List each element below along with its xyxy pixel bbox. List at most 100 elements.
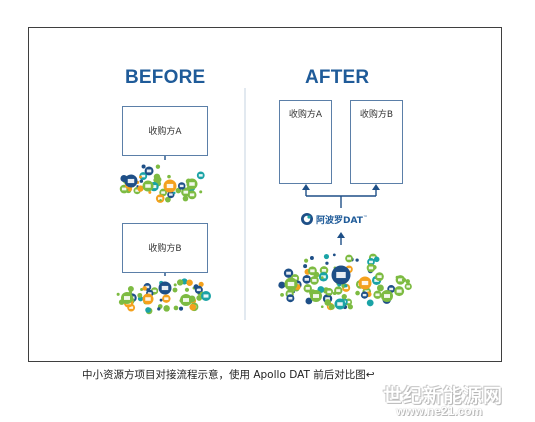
solar-panel-icon [141,174,146,178]
solar-panel-icon [313,294,319,298]
before-heading: BEFORE [125,67,206,88]
solar-panel-icon [310,269,315,273]
solar-panel-icon [166,183,174,189]
solar-panel-icon [406,285,411,288]
solar-panel-icon [169,193,173,196]
figure-frame [28,27,502,362]
resource-bubble [167,174,171,179]
resource-bubble [153,177,159,183]
solar-panel-icon [347,257,351,260]
solar-panel-icon [135,189,139,192]
resource-bubble [137,185,144,192]
resource-bubble [164,196,171,203]
resource-bubble [198,281,204,287]
resource-bubble [189,303,197,311]
resource-bubble [173,283,177,287]
solar-panel-icon [347,268,351,271]
resource-bubble [176,279,184,286]
solar-panel-icon [179,184,184,188]
solar-panel-icon [321,275,326,279]
resource-bubble [313,271,320,278]
resource-bubble [344,284,348,288]
resource-bubble [325,261,329,265]
resource-bubble [303,264,308,269]
solar-panel-icon [145,184,151,188]
platform-logo-text: 阿波罗DAT™ [316,213,368,226]
before-buyer-b-label: 收购方B [148,244,182,254]
resource-bubble [172,287,178,293]
resource-bubble [184,287,190,292]
solar-panel-icon [129,306,134,309]
solar-panel-icon [161,191,166,194]
resource-bubble [182,195,189,202]
solar-panel-icon [183,190,189,194]
resource-bubble [401,277,407,283]
resource-bubble [328,304,335,310]
solar-panel-icon [164,297,169,301]
solar-panel-icon [312,278,317,282]
resource-bubble [305,297,313,305]
solar-panel-icon [158,197,163,200]
resource-bubble [323,253,330,260]
figure-caption: 中小资源方项目对接流程示意，使用 Apollo DAT 前后对比图↩ [82,369,375,381]
solar-panel-icon [370,256,376,260]
solar-panel-icon [292,276,298,280]
resource-bubble [332,253,336,257]
resource-bubble [280,292,284,297]
resource-bubble [116,292,120,296]
solar-panel-icon [368,266,374,270]
solar-panel-icon [196,288,201,292]
resource-bubble [172,191,176,195]
resource-bubble [193,284,199,290]
resource-bubble [157,307,161,311]
connector-lines [305,186,377,208]
solar-panel-icon [152,289,157,293]
solar-panel-icon [337,302,343,306]
resource-bubble [159,298,163,302]
resource-bubble [142,286,147,291]
solar-panel-icon [325,297,330,301]
resource-bubble [324,299,332,306]
solar-panel-icon [362,293,367,297]
resource-bubble [141,164,146,169]
solar-panel-icon [374,278,379,282]
after-buyer-a-box: 收购方A [279,100,332,184]
solar-panel-icon [127,178,135,184]
resource-bubble [199,190,203,194]
watermark-site-name: 世纪新能源网 [383,385,504,407]
resource-bubble [137,292,143,298]
resource-bubble [373,256,380,263]
solar-panel-icon [304,277,309,281]
solar-panel-icon [327,290,332,294]
solar-panel-icon [151,185,157,189]
before-buyer-b-box: 收购方B [122,223,208,273]
resource-bubble [309,256,314,260]
solar-panel-icon [336,289,341,292]
resource-bubble [127,285,134,292]
solar-panel-icon [321,268,327,272]
solar-panel-icon [375,293,380,297]
solar-panel-icon [146,169,152,173]
resource-bubble [366,299,374,307]
solar-panel-icon [397,278,403,282]
solar-panel-icon [336,271,346,279]
solar-panel-icon [286,271,291,275]
resource-bubble [148,190,152,194]
solar-panel-icon [145,285,150,289]
before-buyer-a-box: 收购方A [122,106,208,156]
solar-panel-icon [361,280,369,286]
resource-bubble [186,279,193,286]
solar-panel-icon [287,281,295,287]
after-buyer-a-label: 收购方A [288,110,323,120]
resource-bubble [163,305,170,312]
solar-panel-icon [287,292,292,296]
solar-panel-icon [145,297,151,301]
watermark-url: www.ne21.com [396,404,483,418]
solar-panel-icon [384,294,390,298]
after-buyer-b-label: 收购方B [359,110,394,120]
resource-bubble [278,281,286,289]
solar-panel-icon [305,287,310,290]
solar-panel-icon [369,260,373,264]
resource-bubble [138,175,143,179]
